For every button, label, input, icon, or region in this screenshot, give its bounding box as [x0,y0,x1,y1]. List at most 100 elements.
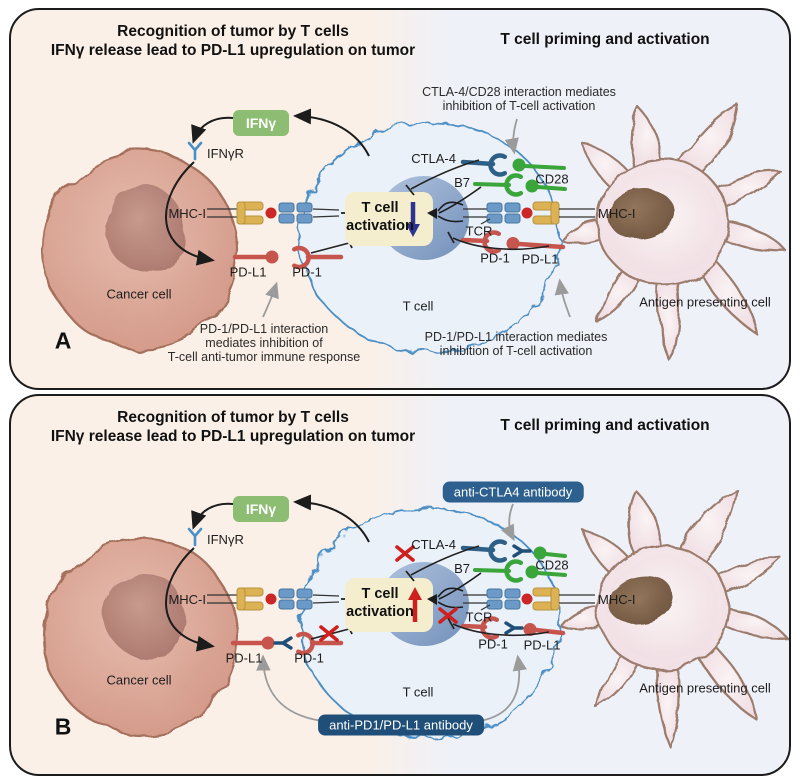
ifn-receptor-icon [187,141,203,161]
apc-nucleus [608,189,674,239]
pdl1-right-label: PD-L1 [521,251,559,267]
t-cell-label: T cell [402,684,434,700]
panel-b-header-left-line2: IFNγ release lead to PD-L1 upregulation … [50,428,416,445]
stimulation-arrows [437,572,482,609]
pdl1-upregulation-arrow [165,161,215,266]
panel-b-drawing [42,488,789,750]
panel-a-letter: A [54,327,72,354]
stimulation-arrows [437,186,482,223]
pd1-left-label: PD-1 [294,650,324,666]
cd28-b7-row [473,559,567,583]
apc-shape [559,488,789,750]
anti-pd1-antibody-icon-left [273,636,293,650]
pdl1-right-label: PD-L1 [523,637,561,653]
apc-nucleus [608,575,674,625]
mhc1-left-label: MHC-I [168,206,206,221]
antigen-peptide-dot [521,207,533,219]
ifn-gamma-label: IFNγ [245,501,277,517]
panel-a-header-left-line1: Recognition of tumor by T cells [117,23,349,40]
gray-caption-arrows [262,118,571,318]
ifn-gamma-box [233,110,289,136]
tcr-label: TCR [465,609,493,625]
ifn-gamma-label: IFNγ [245,115,277,131]
cancer-nucleus [103,573,185,655]
panel-a-drawing [42,102,789,364]
panel-b-header-right: T cell priming and activation [500,417,710,434]
apc-label: Antigen presenting cell [639,680,771,696]
block-x-left [319,625,339,642]
gray-antibody-arrows [256,503,527,723]
ctla4-row [460,153,566,177]
anti-pd1-antibody-icon-right [504,621,524,635]
mhc1-right-label: MHC-I [598,592,636,607]
b7-label: B7 [454,561,470,576]
cancer-cell-label: Cancer cell [106,672,172,688]
anti-ctla4-antibody-tag: anti-CTLA4 antibody [442,481,584,503]
block-x-right [438,607,458,624]
activation-down-arrow [406,202,420,237]
antigen-peptide-dot [521,593,533,605]
antigen-peptide-dot [265,593,277,605]
antigen-peptide-dot [265,207,277,219]
ifn-receptor-icon [187,527,203,547]
ctla4-caption-line2: inhibition of T-cell activation [442,99,596,113]
apc-label: Antigen presenting cell [639,294,771,310]
left-pd1-pdl1-blocked [230,631,344,656]
activation-label-line2: activation [346,218,414,234]
cancer-cell-label: Cancer cell [106,286,172,302]
ctla4-label: CTLA-4 [411,151,456,166]
apc-shape [559,102,789,364]
right-tcr-mhc-complex [463,201,595,225]
right-pd1-inhibit-line [447,231,550,251]
anti-ctla4-antibody-icon [512,544,532,558]
right-caption-line2: inhibition of T-cell activation [439,344,593,358]
b7-label: B7 [454,175,470,190]
pdl1-upregulation-arrow [165,547,215,652]
cancer-cell-shape [42,536,240,736]
panel-a-header-right: T cell priming and activation [500,31,710,48]
pdl1-left-label: PD-L1 [229,264,267,280]
panel-b-header-left-line1: Recognition of tumor by T cells [117,409,349,426]
ctla4-inhibit-line [405,159,480,196]
left-caption-line3: T-cell anti-tumor immune response [167,350,361,364]
panel-a-header-left-line2: IFNγ release lead to PD-L1 upregulation … [50,42,416,59]
ifn-gamma-loop [191,494,370,543]
mhc1-left-label: MHC-I [168,592,206,607]
right-pd1-pdl1-blocked [460,616,566,640]
pd1-right-label: PD-1 [478,636,508,652]
t-cell-label: T cell [402,298,434,314]
tcr-label: TCR [465,223,493,239]
cancer-nucleus [103,187,185,269]
mhc1-right-label: MHC-I [598,206,636,221]
pd1-left-label: PD-1 [292,264,322,280]
left-pd1-pdl1 [232,245,344,270]
ctla4-row-blocked [460,539,567,563]
cd28-label: CD28 [535,557,569,573]
ifn-gamma-box [233,496,289,522]
anti-pd1-pdl1-antibody-tag: anti-PD1/PD-L1 antibody [318,714,484,736]
panel-b-letter: B [54,713,72,740]
cd28-label: CD28 [535,171,569,187]
stimulation-arrowhead [427,594,437,605]
ifn-receptor-label: IFNγR [207,146,244,161]
panel-a: Recognition of tumor by T cells IFNγ rel… [9,8,791,390]
activation-label-line1: T cell [361,586,399,602]
stimulation-arrowhead [427,208,437,219]
left-mhc-tcr-complex [207,201,367,225]
right-tcr-mhc-complex [463,587,595,611]
activation-label-line1: T cell [361,200,399,216]
activation-up-arrow [408,587,422,622]
activation-label-line2: activation [346,604,414,620]
ctla4-label: CTLA-4 [411,537,456,552]
ifn-receptor-label: IFNγR [207,532,244,547]
left-caption-line1: PD-1/PD-L1 interaction [199,322,329,336]
ctla4-caption-line1: CTLA-4/CD28 interaction mediates [422,85,616,99]
left-caption-line2: mediates inhibition of [205,336,323,350]
right-pd1-pdl1 [460,230,566,254]
t-cell-activation-box [345,578,433,632]
ctla4-inhibit-line [405,545,480,582]
right-caption-line1: PD-1/PD-L1 interaction mediates [424,330,608,344]
pd1-right-label: PD-1 [480,250,510,266]
block-x-ctla4 [395,545,415,562]
